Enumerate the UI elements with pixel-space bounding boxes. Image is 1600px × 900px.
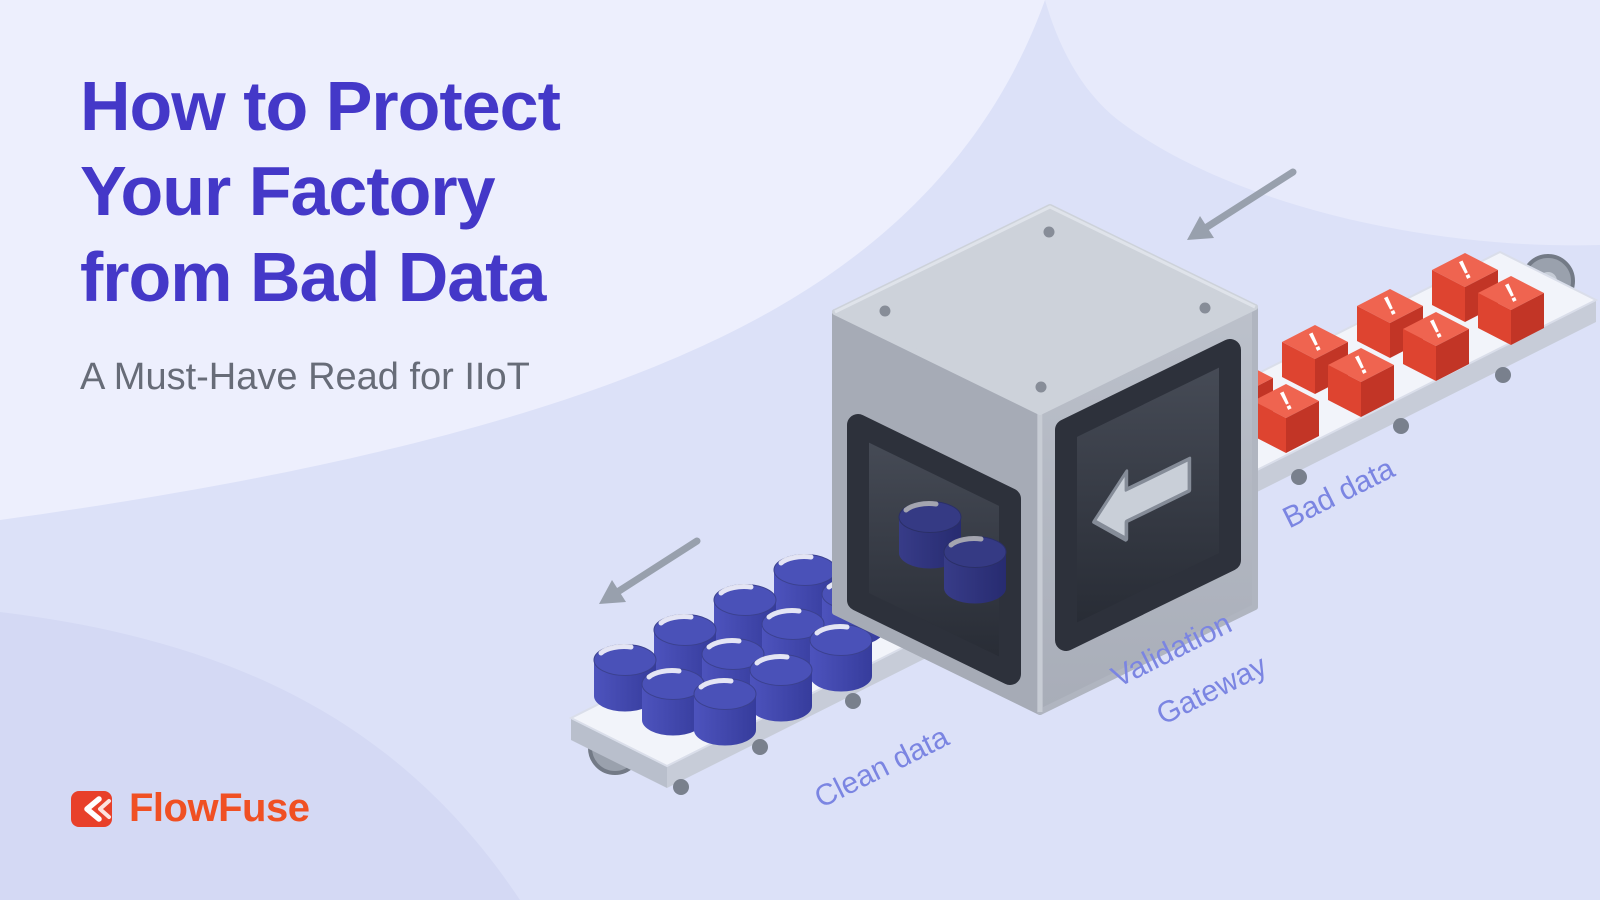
page-subtitle: A Must-Have Read for IIoT [80,356,530,399]
title-block: How to Protect Your Factory from Bad Dat… [80,64,720,399]
background-wave-light [0,0,1045,520]
clean-data-drum-in-tunnel [944,537,1006,604]
conveyor-wheel [845,693,861,709]
conveyor-wheel [1495,367,1511,383]
gateway-direction-arrow-icon [1092,456,1192,542]
conveyor-wheel [673,779,689,795]
clean-data-drum [750,655,812,722]
conveyor-wheel [1393,418,1409,434]
outgoing-arrow-icon [599,537,701,604]
background-wave-topright [1045,0,1600,246]
bolt-icon [1035,381,1047,393]
gateway-top-edge-highlight [834,205,1256,314]
incoming-arrow-icon [1187,168,1297,240]
conveyor-wheel [752,739,768,755]
gateway-bolts [879,226,1211,393]
background-wave-bottomleft [0,612,520,900]
page-title-line-2: Your Factory [80,152,496,231]
conveyor-wheel [1291,469,1307,485]
bolt-icon [879,305,891,317]
flow-arrows [599,168,1297,604]
page-title-line-1: How to Protect [80,67,561,145]
brand-name: FlowFuse [129,785,310,830]
flowfuse-logo-icon [71,791,112,827]
brand-logo: FlowFuse [68,784,310,832]
bolt-icon [1199,302,1211,314]
clean-data-drum [810,625,872,692]
page-title-line-3: from Bad Data [80,237,546,316]
clean-data-drum [694,679,756,746]
belt-end-side [571,718,667,788]
bolt-icon [1043,226,1055,238]
validation-gateway [832,204,1258,715]
